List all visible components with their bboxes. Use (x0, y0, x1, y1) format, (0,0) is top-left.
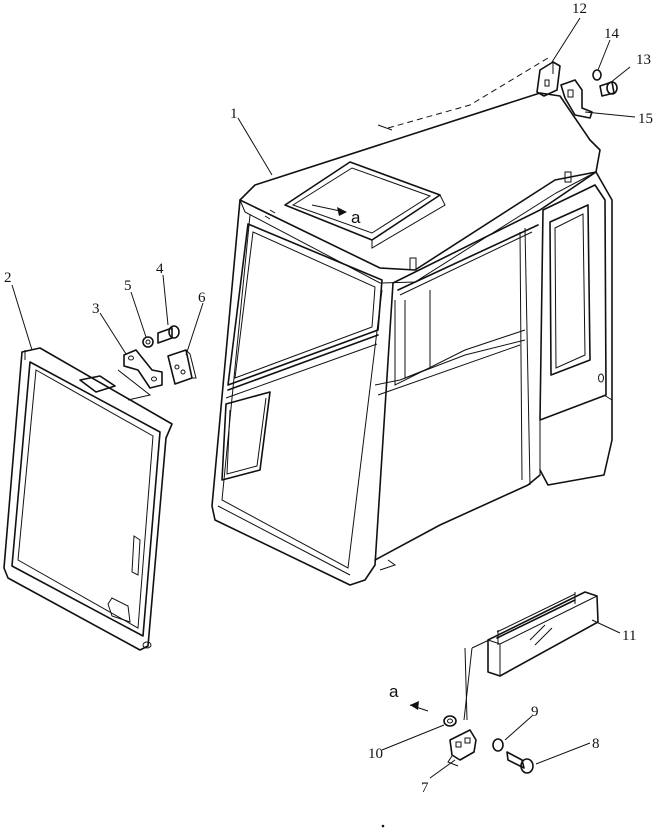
view-arrow-upper (337, 207, 347, 216)
callout-13: 13 (636, 52, 651, 68)
callout-9: 9 (531, 704, 539, 720)
callout-14: 14 (604, 26, 620, 42)
callout-numbers: 1 2 3 4 5 6 7 8 9 10 11 12 13 14 15 (4, 1, 653, 796)
window-frame (3, 347, 173, 651)
callout-7: 7 (421, 780, 429, 796)
cab-assembly (211, 57, 613, 586)
callout-12: 12 (572, 1, 587, 17)
callout-1: 1 (230, 106, 238, 122)
callout-15: 15 (638, 111, 653, 127)
callout-10: 10 (368, 746, 383, 762)
callout-8: 8 (592, 736, 600, 752)
callout-5: 5 (124, 278, 132, 294)
view-marker-lower: a (389, 682, 399, 701)
leader-lines (11, 17, 636, 779)
visor-mount-parts-7-10 (443, 715, 534, 774)
bracket-parts-3-6 (117, 325, 197, 401)
view-marker-upper: a (351, 208, 361, 227)
callout-6: 6 (198, 290, 206, 306)
callout-11: 11 (622, 628, 636, 644)
callout-4: 4 (156, 261, 164, 277)
sun-visor (463, 591, 599, 721)
callout-2: 2 (4, 270, 12, 286)
latch-parts-12-15 (536, 61, 618, 119)
view-arrow-lower (410, 701, 419, 710)
callout-3: 3 (92, 301, 100, 317)
stray-dot (381, 824, 385, 828)
